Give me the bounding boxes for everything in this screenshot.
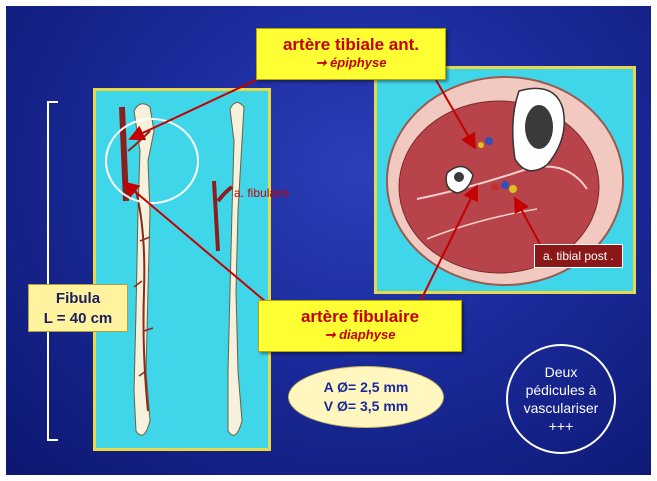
pedicles-note: Deux pédicules à vasculariser +++ (506, 344, 616, 454)
slide: artère tibiale ant. ➞ épiphyse artère fi… (6, 6, 651, 475)
fibula-illustration (96, 91, 268, 448)
posterior-tibial-label: a. tibial post . (534, 244, 623, 268)
artery-diameter: A Ø= 2,5 mm (324, 378, 409, 397)
diameter-bubble: A Ø= 2,5 mm V Ø= 3,5 mm (288, 366, 444, 428)
fibula-length-box: Fibula L = 40 cm (28, 284, 128, 332)
length-bracket (44, 100, 68, 450)
anterior-artery-subtitle: ➞ épiphyse (257, 55, 445, 71)
anterior-artery-callout: artère tibiale ant. ➞ épiphyse (256, 28, 446, 80)
pedicles-line-2: pédicules à (526, 381, 597, 399)
pedicles-line-4: +++ (549, 417, 574, 435)
fibula-label: Fibula (29, 289, 127, 309)
fibular-artery-subtitle: ➞ diaphyse (259, 327, 461, 343)
pedicles-line-1: Deux (545, 363, 578, 381)
vein-diameter: V Ø= 3,5 mm (324, 397, 408, 416)
fibular-artery-title: artère fibulaire (259, 307, 461, 327)
fibular-inline-label: a. fibulaire (234, 186, 289, 200)
anterior-artery-title: artère tibiale ant. (257, 35, 445, 55)
fibula-panel (93, 88, 271, 451)
fibula-length: L = 40 cm (29, 309, 127, 329)
fibular-artery-callout: artère fibulaire ➞ diaphyse (258, 300, 462, 352)
pedicles-line-3: vasculariser (524, 399, 599, 417)
